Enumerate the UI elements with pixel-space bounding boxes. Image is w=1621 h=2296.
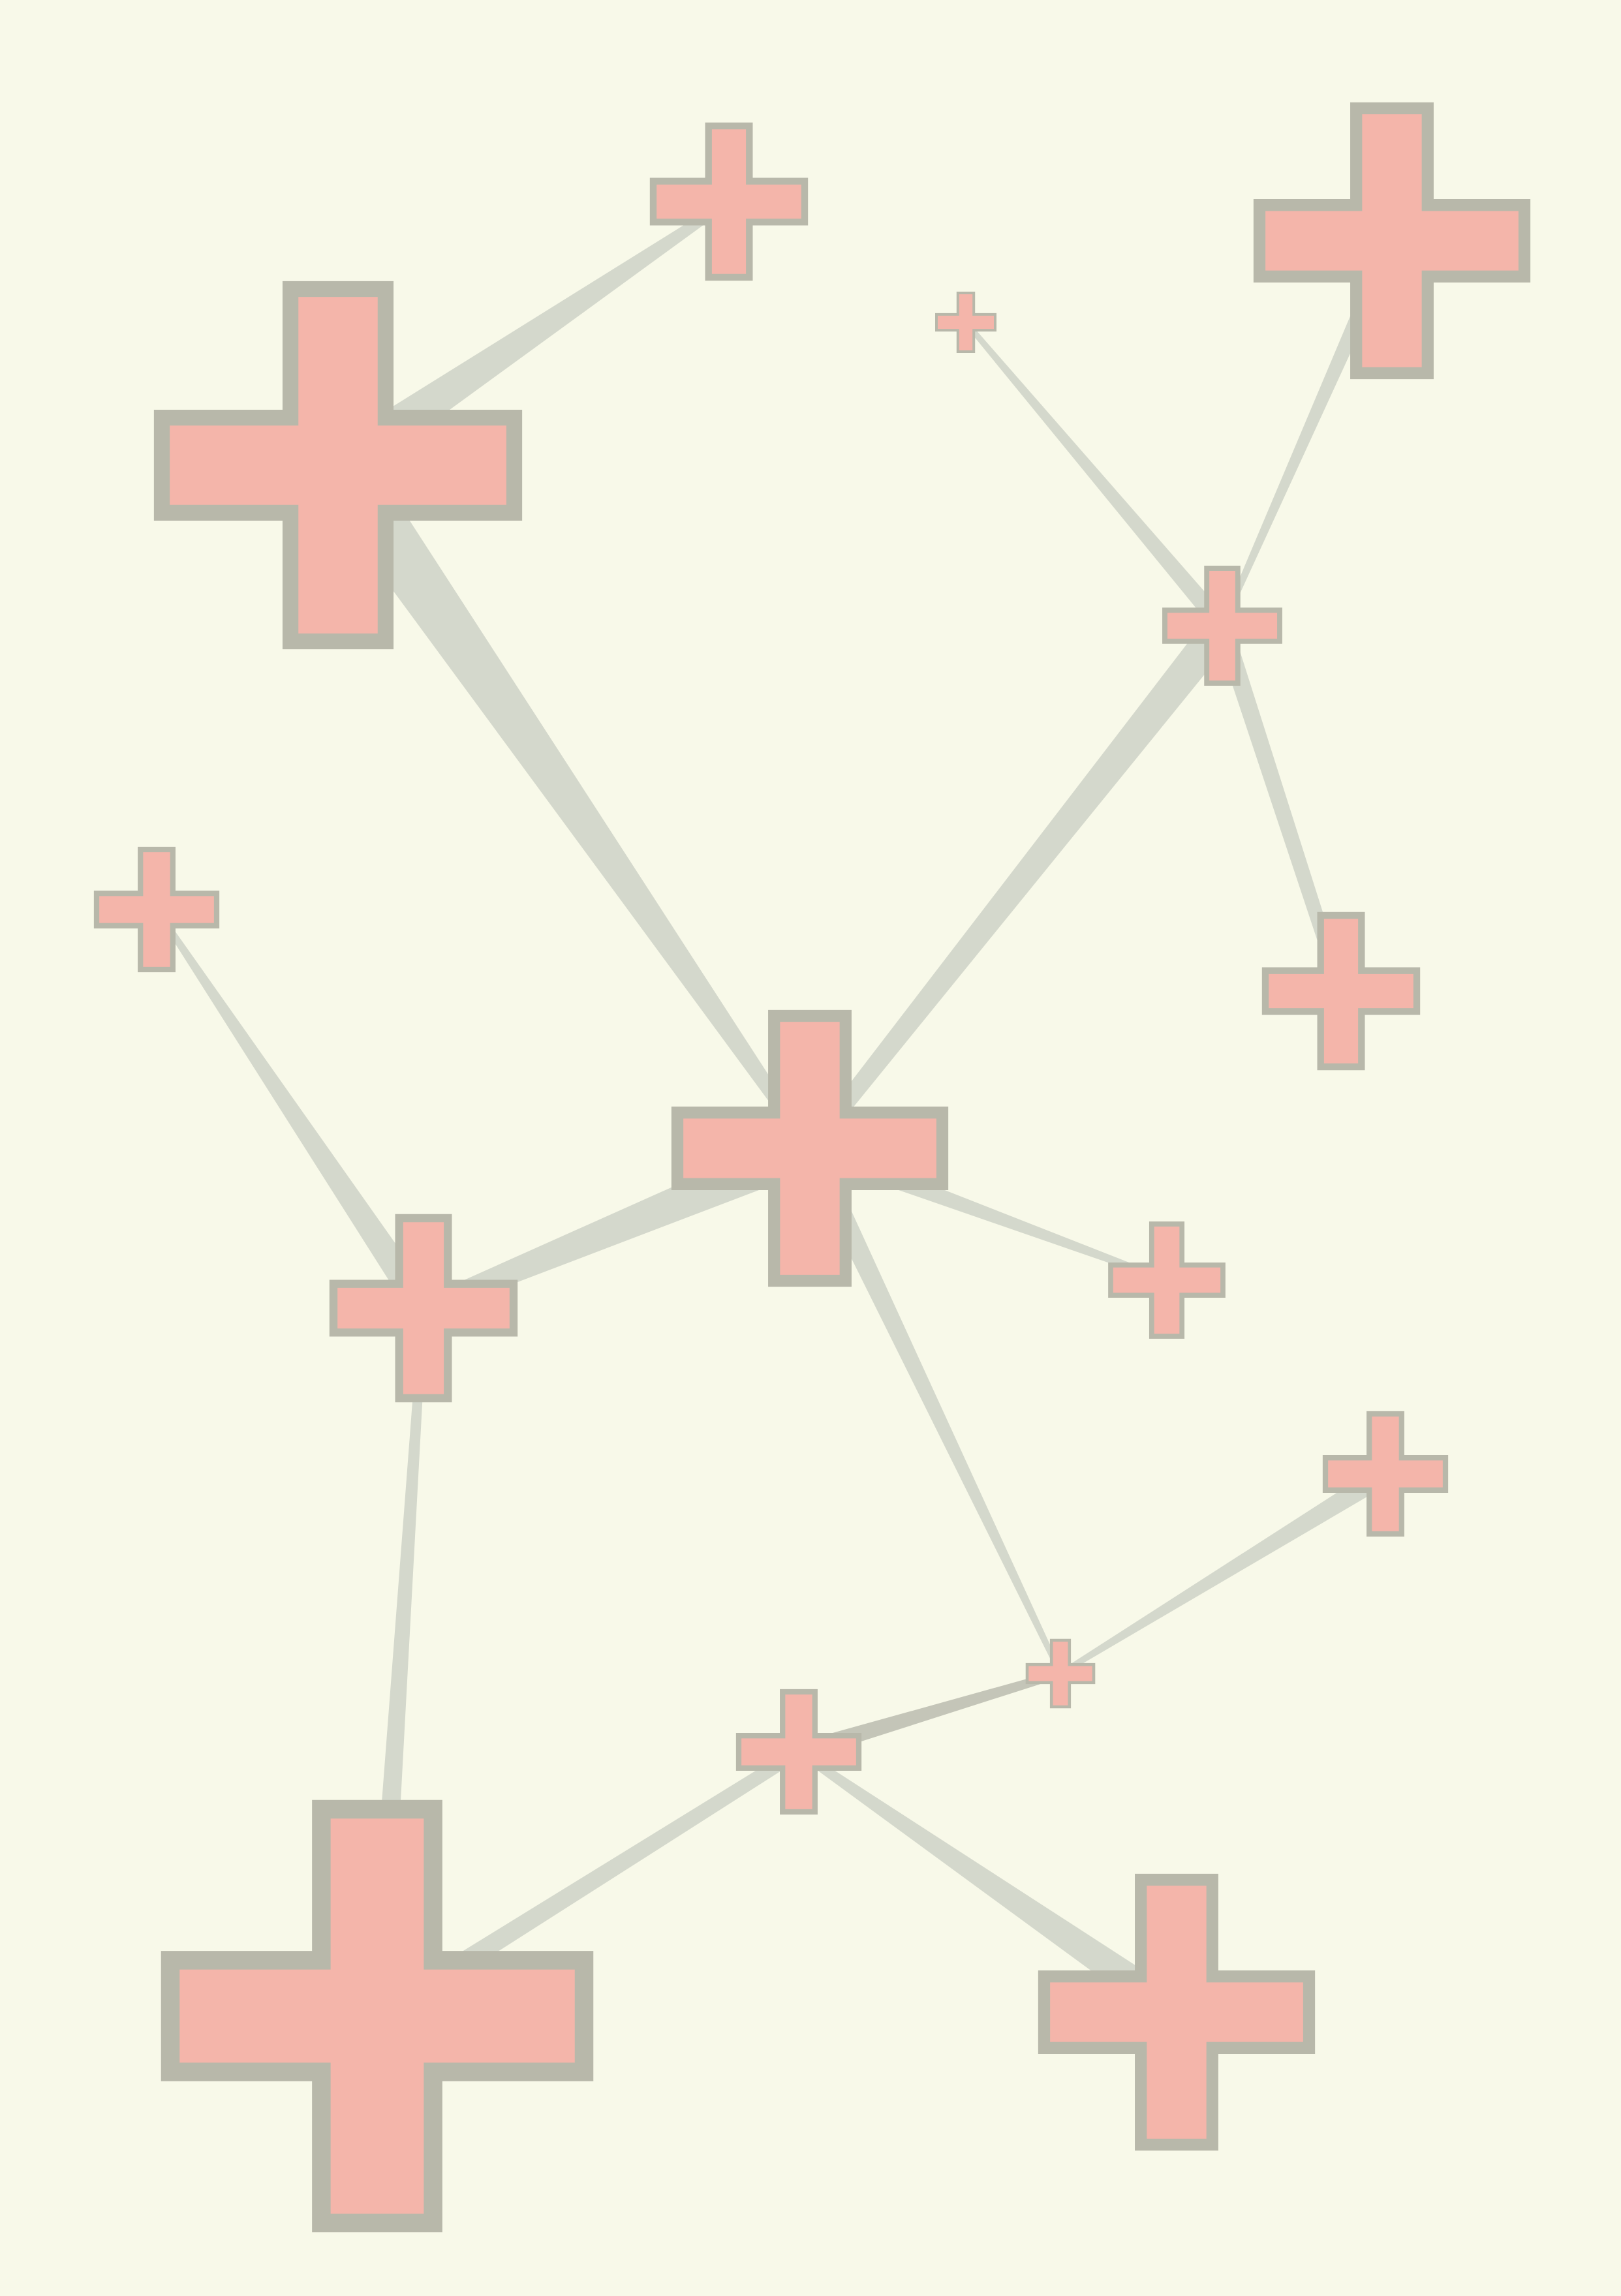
plus-icon [1162,566,1282,686]
node-n12 [1322,1411,1449,1537]
edge-n5-n8 [803,615,1236,1154]
plus-icon [735,1689,862,1815]
node-n1 [153,281,523,650]
plus-icon [1108,1221,1226,1339]
node-n4 [1253,102,1531,380]
node-n13 [1025,1638,1096,1709]
node-n6 [93,846,220,973]
node-n3 [935,292,996,353]
plus-icon [1253,102,1531,380]
edge-n1-n8 [313,448,814,1152]
edge-n14-n16 [796,1749,1186,2027]
plus-icon [935,292,996,353]
plus-icon [671,1009,949,1287]
plus-icon [1025,1638,1096,1709]
node-n15 [161,1799,594,2233]
node-n9 [1108,1221,1226,1339]
plus-icon [1322,1411,1449,1537]
edge-n13-n14 [796,1670,1062,1761]
node-n5 [1162,566,1282,686]
plus-icon [153,281,523,650]
node-n10 [329,1214,518,1403]
edge-n5-n7 [1213,622,1348,994]
node-n2 [649,122,809,281]
edge-n12-n13 [1058,1465,1391,1676]
plus-icon [161,1799,594,2233]
edge-n6-n10 [154,908,436,1317]
edge-n3-n5 [963,320,1229,632]
plus-icon [1261,911,1421,1071]
plus-icon [649,122,809,281]
plus-icon [1038,1873,1316,2151]
node-n7 [1261,911,1421,1071]
node-n16 [1038,1873,1316,2151]
edge-n8-n13 [799,1143,1063,1675]
plus-icon [329,1214,518,1403]
node-n14 [735,1689,862,1815]
node-layer [93,102,1531,2233]
plus-icon [93,846,220,973]
node-n8 [671,1009,949,1287]
